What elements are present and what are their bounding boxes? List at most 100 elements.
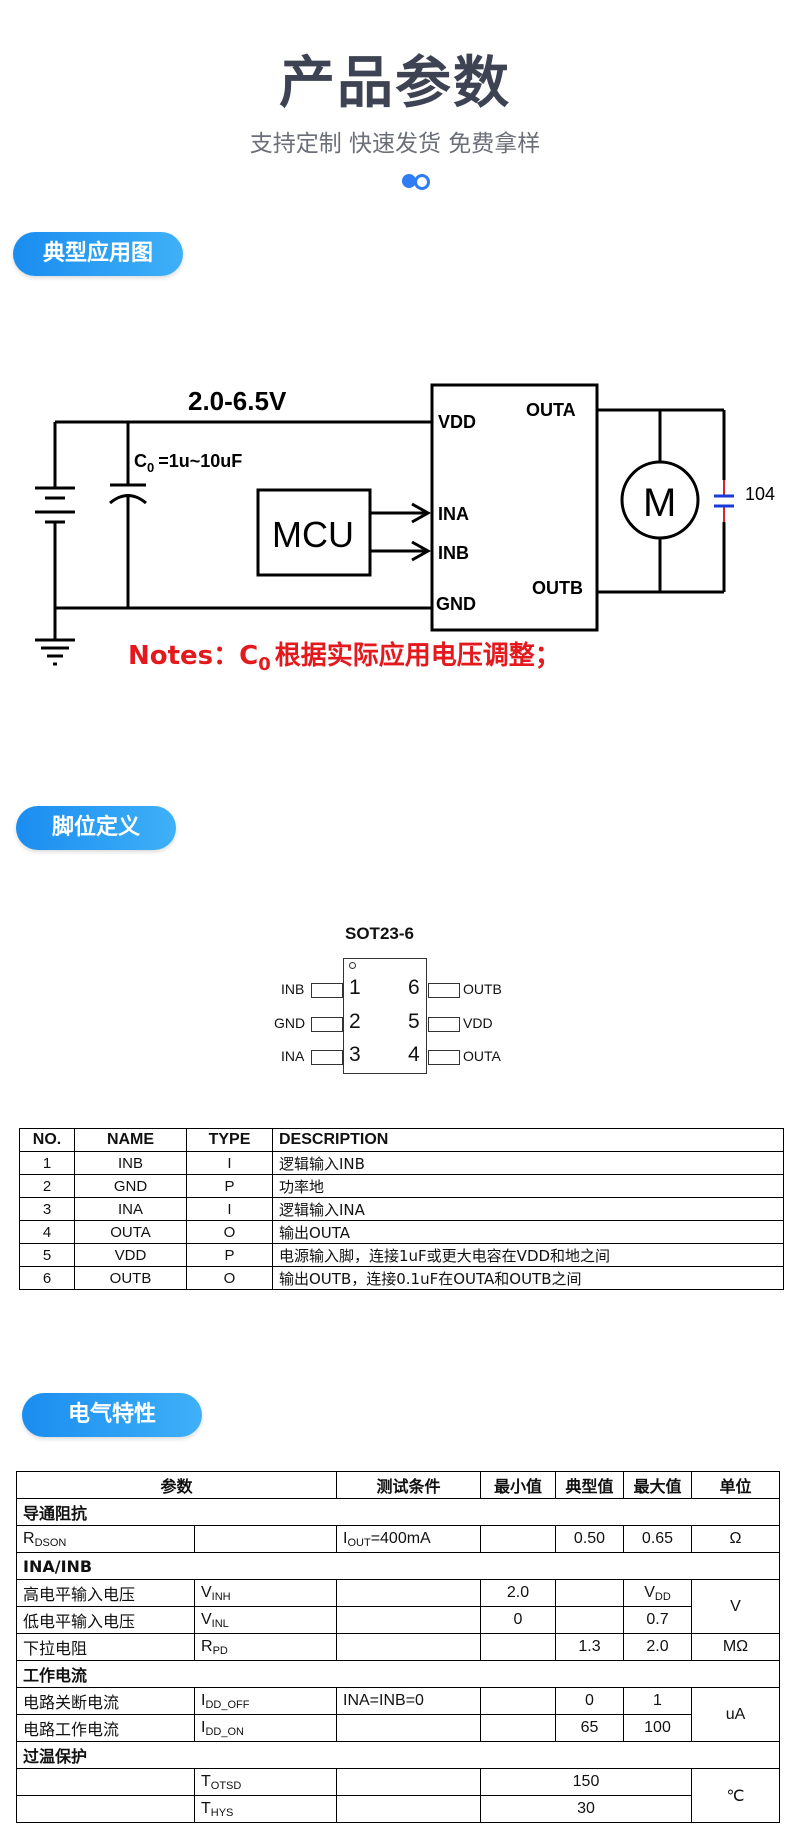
table-header-row: 参数 测试条件 最小值 典型值 最大值 单位 [16,1471,780,1499]
table-cell [16,1768,195,1796]
table-group-row: 过温保护 [16,1741,780,1769]
table-row: 电路工作电流 IDD_ON 65 100 [16,1714,780,1742]
table-group-row: 导通阻抗 [16,1498,780,1526]
table-cell: 输出OUTB，连接0.1uF在OUTA和OUTB之间 [272,1266,784,1290]
pin-number: 6 [408,976,420,999]
table-header: NO. [19,1128,75,1152]
pin-lead [311,983,343,998]
table-cell [555,1606,624,1634]
table-header-row: NO. NAME TYPE DESCRIPTION [19,1128,784,1152]
unit: V [691,1579,780,1634]
param-symbol: TOTSD [194,1768,337,1796]
chip-pin-inb: INB [438,543,469,563]
table-cell: P [186,1174,273,1198]
table-row: TOTSD 150 ℃ [16,1768,780,1823]
table-header: DESCRIPTION [272,1128,784,1152]
table-header: 测试条件 [336,1471,481,1499]
pin-label-vdd: VDD [463,1015,493,1031]
max-value: 100 [623,1714,692,1742]
table-row: 1 INB I 逻辑输入INB [19,1151,784,1175]
unit: uA [691,1687,780,1742]
table-cell: 6 [19,1266,75,1290]
table-header: 典型值 [555,1471,624,1499]
table-row: 5 VDD P 电源输入脚，连接1uF或更大电容在VDD和地之间 [19,1243,784,1267]
unit: MΩ [691,1633,780,1661]
chip-pin-outb: OUTB [532,578,583,598]
section-pill-pinout: 脚位定义 [16,806,176,850]
typ-value: 0 [555,1687,624,1715]
pin-lead [311,1050,343,1065]
typ-value: 150 [480,1768,692,1796]
table-row: 2 GND P 功率地 [19,1174,784,1198]
param-name: 低电平输入电压 [16,1606,195,1634]
cap-104-label: 104 [745,484,775,504]
min-value: 2.0 [480,1579,556,1607]
table-row: 低电平输入电压 VINL 0 0.7 [16,1606,780,1634]
table-row: THYS 30 [16,1795,780,1823]
section-pill-electrical: 电气特性 [22,1393,202,1437]
table-group-row: 工作电流 [16,1660,780,1688]
pin1-marker [349,962,356,969]
section-pill-application: 典型应用图 [13,232,183,276]
motor-symbol: M [643,481,676,525]
test-condition: INA=INB=0 [336,1687,481,1715]
param-name: 电路关断电流 [16,1687,195,1715]
typ-value: 1.3 [555,1633,624,1661]
table-row: 6 OUTB O 输出OUTB，连接0.1uF在OUTA和OUTB之间 [19,1266,784,1290]
table-row: 电路关断电流 IDD_OFF INA=INB=0 0 1 uA [16,1687,780,1742]
param-name: 电路工作电流 [16,1714,195,1742]
max-value: 0.65 [623,1525,692,1553]
pin-label-gnd: GND [274,1015,306,1031]
unit: Ω [691,1525,780,1553]
electrical-characteristics-table: 参数 测试条件 最小值 典型值 最大值 单位 导通阻抗 RDSON IOUT=4… [16,1471,780,1823]
table-cell: 5 [19,1243,75,1267]
table-cell [194,1525,337,1553]
pin-definition-table: NO. NAME TYPE DESCRIPTION 1 INB I 逻辑输入IN… [19,1128,784,1290]
table-cell: I [186,1151,273,1175]
pin-number: 1 [349,976,361,999]
min-value: 0 [480,1606,556,1634]
table-cell: INA [74,1197,187,1221]
indicator-dot [414,174,430,190]
table-cell [480,1714,556,1742]
param-symbol: IDD_ON [194,1714,337,1742]
package-name: SOT23-6 [345,924,414,943]
param-symbol: IDD_OFF [194,1687,337,1715]
indicator-dot-active [402,174,416,188]
table-cell: 2 [19,1174,75,1198]
package-pinout: SOT23-6 INB 1 GND 2 INA 3 6 OUTB 5 VDD 4… [260,924,530,1094]
chip-pin-vdd: VDD [438,412,476,432]
max-value: VDD [623,1579,692,1607]
unit: ℃ [691,1768,780,1823]
pin-number: 3 [349,1043,361,1066]
table-cell: O [186,1266,273,1290]
table-header: 单位 [691,1471,780,1499]
table-cell [480,1525,556,1553]
carousel-indicator [402,174,432,190]
cap-label: C0=1u~10uF [134,451,242,475]
chip-pin-outa: OUTA [526,400,576,420]
table-header: 最大值 [623,1471,692,1499]
table-row: 4 OUTA O 输出OUTA [19,1220,784,1244]
max-value: 0.7 [623,1606,692,1634]
table-cell: 输出OUTA [272,1220,784,1244]
table-cell [480,1687,556,1715]
param-symbol: RPD [194,1633,337,1661]
table-cell: 逻辑输入INA [272,1197,784,1221]
pin-label-outa: OUTA [463,1048,501,1064]
table-cell [336,1633,481,1661]
param-symbol: RDSON [16,1525,195,1553]
table-cell [336,1606,481,1634]
page-title: 产品参数 [279,51,511,116]
table-cell: 3 [19,1197,75,1221]
max-value: 2.0 [623,1633,692,1661]
pin-lead [428,1050,460,1065]
chip-pin-gnd: GND [436,594,476,614]
table-cell: 1 [19,1151,75,1175]
typ-value: 0.50 [555,1525,624,1553]
param-symbol: VINH [194,1579,337,1607]
test-condition: IOUT=400mA [336,1525,481,1553]
pin-label-outb: OUTB [463,981,502,997]
pin-label-ina: INA [281,1048,305,1064]
